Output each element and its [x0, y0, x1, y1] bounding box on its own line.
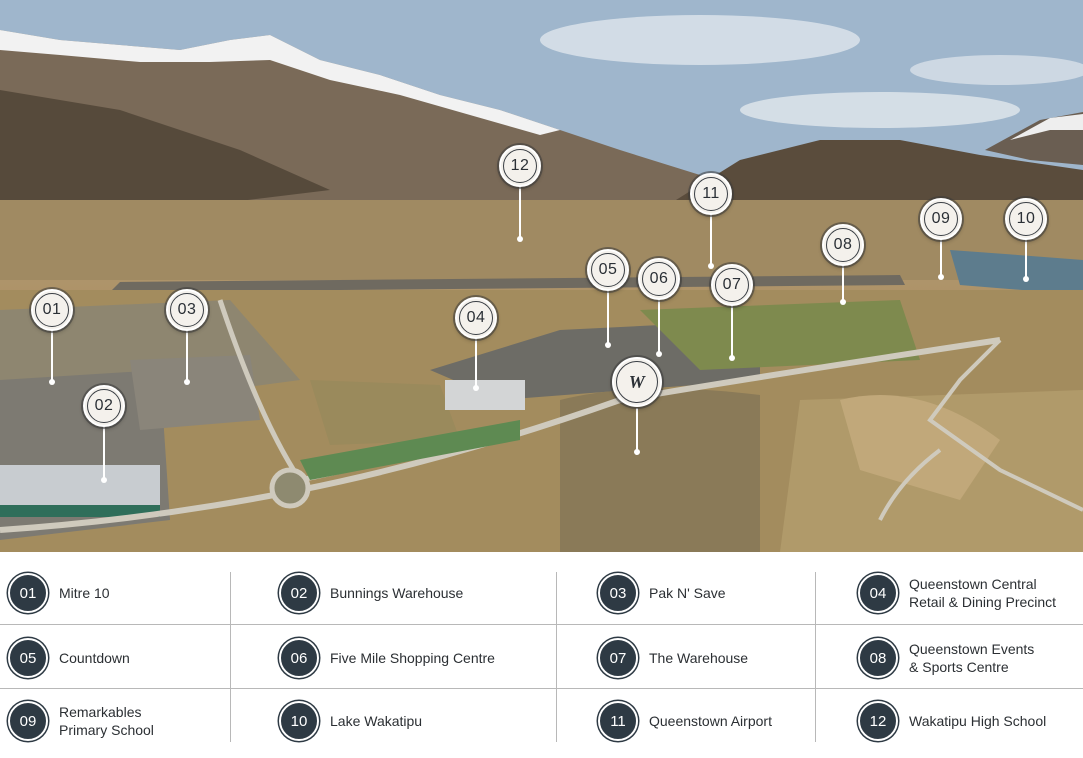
legend-number: 02 [279, 573, 319, 613]
legend-label: Five Mile Shopping Centre [330, 650, 495, 666]
map-marker-08[interactable]: 08 [822, 224, 864, 266]
marker-06-dot [656, 351, 662, 357]
marker-02-pin [103, 427, 105, 480]
site-logo-marker[interactable]: W [612, 357, 662, 407]
legend-divider [0, 624, 1083, 625]
map-marker-07[interactable]: 07 [711, 264, 753, 306]
legend-label: Queenstown Airport [649, 713, 772, 729]
map-marker-06[interactable]: 06 [638, 258, 680, 300]
legend-item-events-centre: 08 Queenstown Events & Sports Centre [858, 638, 1034, 678]
legend-number: 03 [598, 573, 638, 613]
marker-number: 12 [503, 149, 537, 183]
legend-divider [815, 572, 816, 742]
marker-03-dot [184, 379, 190, 385]
marker-number: 11 [694, 177, 728, 211]
site-logo-dot [634, 449, 640, 455]
marker-number: 02 [87, 389, 121, 423]
legend-label: Pak N' Save [649, 585, 726, 601]
legend-item-countdown: 05 Countdown [8, 638, 130, 678]
marker-number: 04 [459, 301, 493, 335]
marker-number: 06 [642, 262, 676, 296]
legend-number: 04 [858, 573, 898, 613]
map-marker-03[interactable]: 03 [166, 289, 208, 331]
legend-item-remarkables-school: 09 Remarkables Primary School [8, 701, 154, 741]
map-marker-01[interactable]: 01 [31, 289, 73, 331]
legend-item-queenstown-airport: 11 Queenstown Airport [598, 701, 772, 741]
marker-01-pin [51, 330, 53, 382]
marker-01-dot [49, 379, 55, 385]
legend-label: Mitre 10 [59, 585, 110, 601]
map-marker-02[interactable]: 02 [83, 385, 125, 427]
legend-label: Bunnings Warehouse [330, 585, 464, 601]
legend-number: 05 [8, 638, 48, 678]
legend-item-pak-n-save: 03 Pak N' Save [598, 573, 726, 613]
marker-10-pin [1025, 239, 1027, 279]
legend-number: 07 [598, 638, 638, 678]
map-marker-09[interactable]: 09 [920, 198, 962, 240]
terrain-illustration [0, 0, 1083, 552]
map-marker-11[interactable]: 11 [690, 173, 732, 215]
legend-number: 01 [8, 573, 48, 613]
marker-08-pin [842, 265, 844, 302]
marker-09-dot [938, 274, 944, 280]
legend-number: 11 [598, 701, 638, 741]
marker-12-pin [519, 186, 521, 239]
marker-04-pin [475, 338, 477, 388]
legend-item-five-mile: 06 Five Mile Shopping Centre [279, 638, 495, 678]
legend-label: Wakatipu High School [909, 713, 1047, 729]
marker-03-pin [186, 330, 188, 382]
map-legend: 01 Mitre 10 02 Bunnings Warehouse 03 Pak… [0, 560, 1083, 750]
marker-09-pin [940, 239, 942, 277]
legend-item-queenstown-central: 04 Queenstown Central Retail & Dining Pr… [858, 573, 1056, 613]
legend-divider [0, 688, 1083, 689]
site-logo-icon: W [616, 361, 658, 403]
legend-label: Queenstown Events & Sports Centre [909, 641, 1035, 675]
marker-10-dot [1023, 276, 1029, 282]
site-logo-pin [636, 408, 638, 452]
legend-number: 10 [279, 701, 319, 741]
marker-02-dot [101, 477, 107, 483]
marker-11-dot [708, 263, 714, 269]
legend-number: 12 [858, 701, 898, 741]
marker-number: 09 [924, 202, 958, 236]
marker-05-dot [605, 342, 611, 348]
marker-number: 07 [715, 268, 749, 302]
marker-05-pin [607, 290, 609, 345]
marker-07-pin [731, 305, 733, 358]
aerial-map: 01 02 03 04 05 06 07 08 09 10 [0, 0, 1083, 552]
marker-number: 01 [35, 293, 69, 327]
marker-number: 05 [591, 253, 625, 287]
legend-item-bunnings: 02 Bunnings Warehouse [279, 573, 463, 613]
marker-06-pin [658, 299, 660, 354]
legend-divider [230, 572, 231, 742]
legend-divider [556, 572, 557, 742]
legend-label: Countdown [59, 650, 130, 666]
marker-08-dot [840, 299, 846, 305]
legend-label: Queenstown Central Retail & Dining Preci… [909, 576, 1057, 610]
legend-item-mitre-10: 01 Mitre 10 [8, 573, 110, 613]
legend-label: The Warehouse [649, 650, 749, 666]
legend-item-wakatipu-high: 12 Wakatipu High School [858, 701, 1046, 741]
legend-item-lake-wakatipu: 10 Lake Wakatipu [279, 701, 422, 741]
map-marker-05[interactable]: 05 [587, 249, 629, 291]
marker-11-pin [710, 214, 712, 266]
legend-label: Lake Wakatipu [330, 713, 423, 729]
marker-04-dot [473, 385, 479, 391]
marker-12-dot [517, 236, 523, 242]
map-marker-04[interactable]: 04 [455, 297, 497, 339]
legend-number: 09 [8, 701, 48, 741]
marker-number: 03 [170, 293, 204, 327]
marker-number: 08 [826, 228, 860, 262]
map-marker-10[interactable]: 10 [1005, 198, 1047, 240]
marker-07-dot [729, 355, 735, 361]
legend-label: Remarkables Primary School [59, 704, 154, 738]
map-marker-12[interactable]: 12 [499, 145, 541, 187]
legend-item-the-warehouse: 07 The Warehouse [598, 638, 748, 678]
legend-number: 08 [858, 638, 898, 678]
legend-number: 06 [279, 638, 319, 678]
marker-number: 10 [1009, 202, 1043, 236]
